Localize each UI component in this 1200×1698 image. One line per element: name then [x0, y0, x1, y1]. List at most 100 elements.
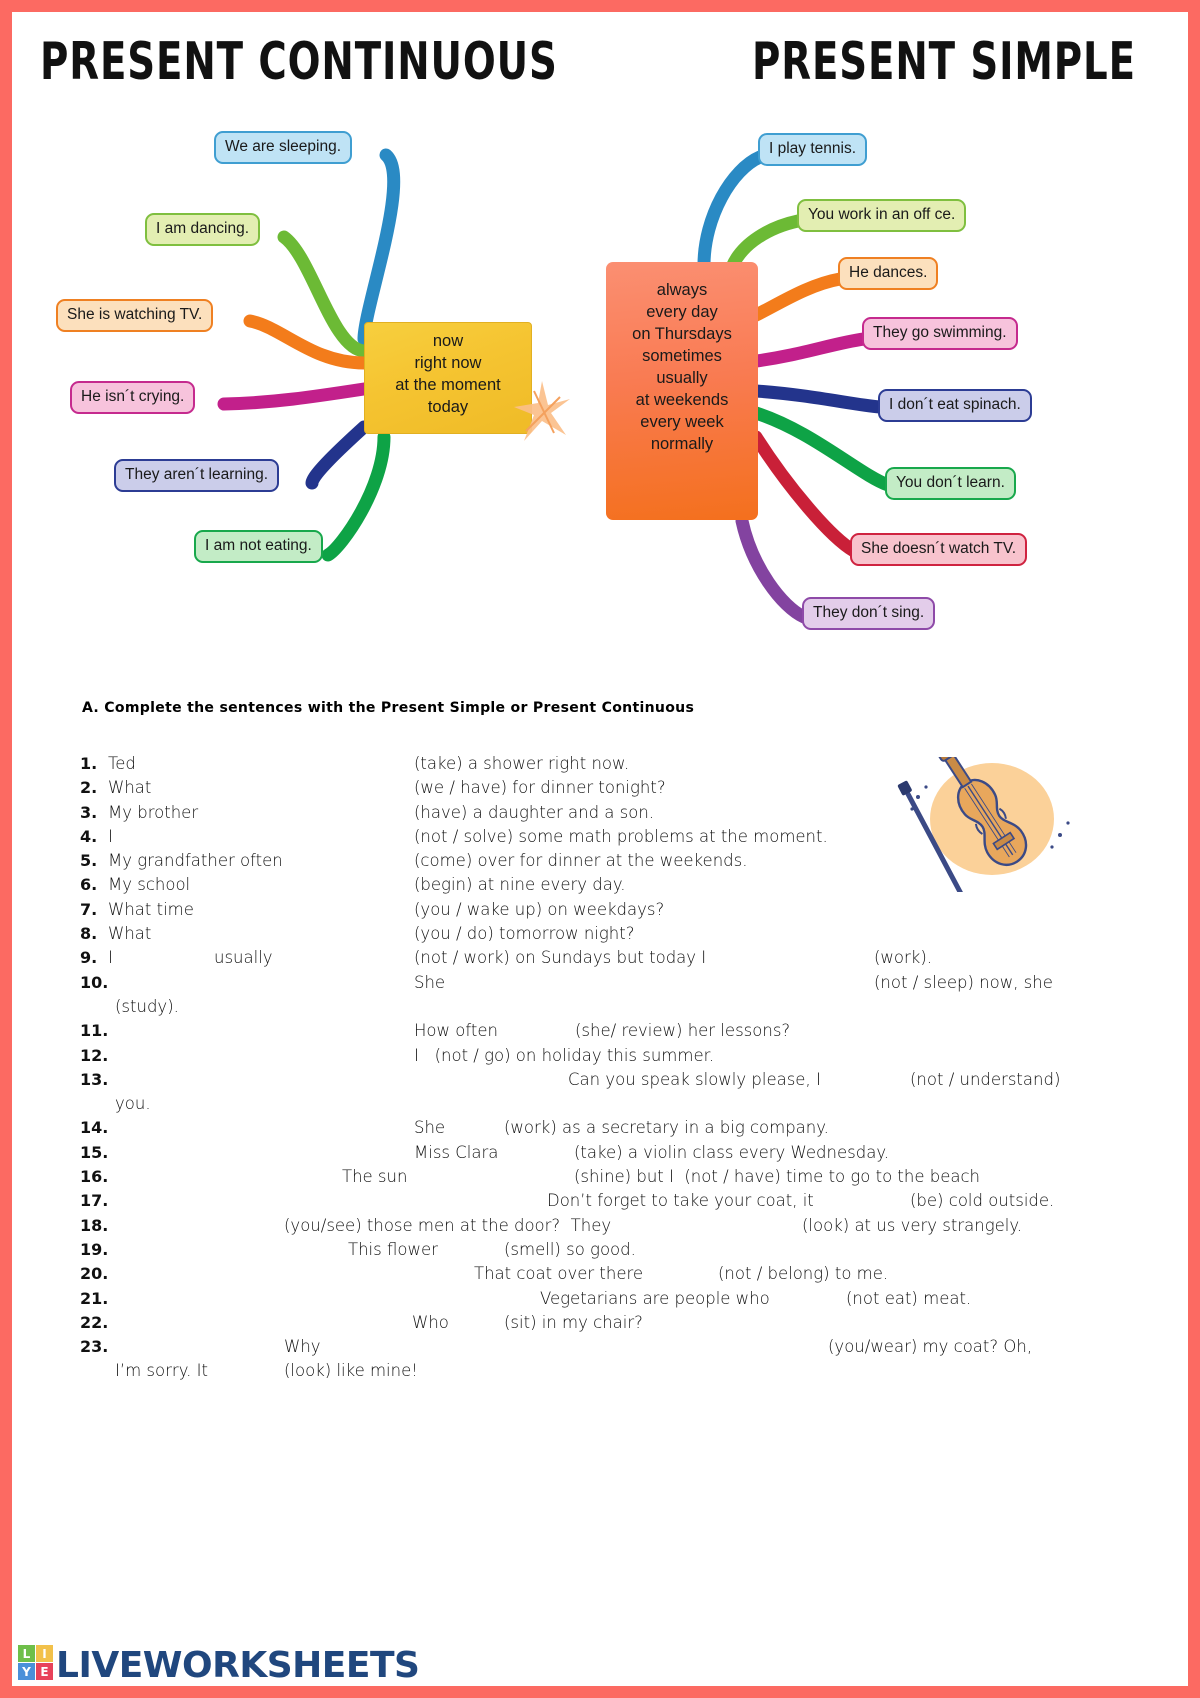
- mindmap-left-center-node: now right now at the moment today: [364, 322, 532, 434]
- logo-tile: L: [18, 1645, 35, 1662]
- exercise-item-text: Don’t forget to take your coat, it: [547, 1191, 814, 1211]
- exercise-item-number: 6.: [80, 875, 98, 895]
- exercise-item-text: The sun: [342, 1167, 408, 1187]
- exercise-item-text: (have) a daughter and a son.: [414, 802, 655, 822]
- exercise-item-text: (not / solve) some math problems at the …: [414, 826, 828, 846]
- mindmap-right-center-node: always every day on Thursdays sometimes …: [606, 262, 758, 520]
- exercise-item-number: 2.: [80, 778, 98, 798]
- exercise-item-text: Ted: [108, 754, 136, 773]
- exercise-item-text: This flower: [348, 1239, 438, 1259]
- exercise-item-text: I: [108, 826, 113, 846]
- exercise-item-number: 3.: [80, 802, 98, 822]
- exercise-item-text: (begin) at nine every day.: [414, 875, 626, 895]
- exercise-item-text: Why: [284, 1337, 321, 1357]
- exercise-item-number: 22.: [80, 1312, 109, 1332]
- exercise-item-text: What: [108, 778, 152, 798]
- exercise-item: 21.Vegetarians are people who(not eat) m…: [12, 1289, 1188, 1313]
- exercise-item: 5.My grandfather often(come) over for di…: [12, 851, 1188, 875]
- exercise-item-text: She: [414, 1118, 446, 1138]
- liveworksheets-brand-text: LIVEWORKSHEETS: [56, 1644, 420, 1686]
- exercise-heading: A. Complete the sentences with the Prese…: [82, 700, 695, 716]
- exercise-item-number: 10.: [80, 972, 109, 992]
- page-title-present-continuous: PRESENT CONTINUOUS: [40, 32, 558, 93]
- exercise-item-text: I’m sorry. It: [115, 1361, 208, 1381]
- mindmap-right-connectors: [697, 150, 895, 624]
- mindmap-right-node-1: I play tennis.: [758, 133, 868, 166]
- exercise-item-text: (shine) but I (not / have) time to go to…: [574, 1167, 981, 1187]
- exercise-item-text: (work) as a secretary in a big company.: [504, 1118, 829, 1138]
- exercise-item-number: 14.: [80, 1118, 109, 1138]
- exercise-item-text: What time: [108, 899, 194, 919]
- exercise-item-text: (be) cold outside.: [910, 1191, 1055, 1211]
- exercise-item: 22.Who(sit) in my chair?: [12, 1313, 1188, 1337]
- exercise-item: 2. What (we / have) for dinner tonight?: [12, 778, 1188, 802]
- exercise-item-text: you.: [115, 1094, 151, 1114]
- mindmap-left-node-2: I am dancing.: [145, 213, 261, 246]
- exercise-item-text: (come) over for dinner at the weekends.: [414, 851, 748, 871]
- exercise-item-text: (you / do) tomorrow night?: [414, 924, 635, 944]
- exercise-item-text: (smell) so good.: [504, 1239, 636, 1259]
- mindmap-right-node-6: You don´t learn.: [885, 467, 1016, 500]
- exercise-item: 4.I(not / solve) some math problems at t…: [12, 827, 1188, 851]
- mindmap-right-node-2: You work in an off ce.: [797, 199, 967, 232]
- exercise-item-text: (work).: [874, 948, 933, 968]
- logo-tile: Y: [18, 1663, 35, 1680]
- exercise-item: 18.(you/see) those men at the door? They…: [12, 1216, 1188, 1240]
- exercise-item-number: 5.: [80, 851, 98, 871]
- exercise-item-text: (you/wear) my coat? Oh,: [828, 1337, 1033, 1357]
- exercise-item-text: I: [108, 948, 113, 968]
- violin-illustration: [897, 757, 1070, 892]
- mindmap-right-node-4: They go swimming.: [862, 317, 1018, 350]
- titles-row: PRESENT CONTINUOUS PRESENT SIMPLE: [12, 26, 1188, 96]
- exercise-item-text: My school: [108, 875, 191, 895]
- exercise-item-text: My brother: [108, 802, 199, 822]
- mindmap-left-node-5: They aren´t learning.: [114, 459, 280, 492]
- mindmap-left-node-3: She is watching TV.: [56, 299, 214, 332]
- exercise-item-text: Vegetarians are people who: [540, 1288, 770, 1308]
- mindmap-left-node-6: I am not eating.: [194, 530, 323, 563]
- exercise-item: 8.What(you / do) tomorrow night?: [12, 924, 1188, 948]
- mindmap-present-continuous: now right now at the moment today We are…: [12, 107, 602, 677]
- mindmap-right-node-5: I don´t eat spinach.: [878, 389, 1032, 422]
- exercise-item-wrap: I’m sorry. It (look) like mine!: [12, 1361, 1188, 1385]
- exercise-item-text: I (not / go) on holiday this summer.: [414, 1045, 715, 1065]
- exercise-item: 17. Don’t forget to take your coat, it (be…: [12, 1191, 1188, 1215]
- exercise-item-number: 20.: [80, 1264, 109, 1284]
- exercise-item-number: 13.: [80, 1069, 109, 1089]
- exercise-item-text: (not / understand): [910, 1069, 1061, 1089]
- mindmap-right-node-7: She doesn´t watch TV.: [850, 533, 1028, 566]
- exercise-item: 20. That coat over there (not / belong) to…: [12, 1264, 1188, 1288]
- exercise-item-text: (not / belong) to me.: [718, 1264, 889, 1284]
- exercise-item-text: (take) a shower right now.: [414, 754, 630, 773]
- exercise-item: 16.The sun(shine) but I (not / have) tim…: [12, 1167, 1188, 1191]
- exercise-item-text: (we / have) for dinner tonight?: [414, 778, 666, 798]
- exercise-item-wrap: (study).: [12, 997, 1188, 1021]
- exercise-item-text: That coat over there: [474, 1264, 644, 1284]
- exercise-item-text: (not / work) on Sundays but today I: [414, 948, 707, 968]
- exercise-item-number: 1.: [80, 754, 98, 773]
- exercise-item-number: 7.: [80, 899, 98, 919]
- exercise-item: 14. She (work) as a secretary in a big com…: [12, 1118, 1188, 1142]
- exercise-item-number: 11.: [80, 1021, 109, 1041]
- mindmap-left-node-1: We are sleeping.: [214, 131, 353, 164]
- exercise-item: 7. What time (you / wake up) on weekdays?: [12, 900, 1188, 924]
- exercise-item-text: (you / wake up) on weekdays?: [414, 899, 665, 919]
- exercise-item: 13. Can you speak slowly please, I (not / …: [12, 1070, 1188, 1094]
- page-title-present-simple: PRESENT SIMPLE: [752, 32, 1136, 93]
- exercise-item: 11.How often(she/ review) her lessons?: [12, 1021, 1188, 1045]
- exercise-item-text: Can you speak slowly please, I: [568, 1069, 821, 1089]
- mindmap-left-node-4: He isn´t crying.: [70, 381, 196, 414]
- exercise-item-text: usually: [214, 948, 273, 968]
- exercise-item-number: 15.: [80, 1142, 109, 1162]
- exercise-item-text: (take) a violin class every Wednesday.: [574, 1142, 889, 1162]
- mindmap-present-simple: always every day on Thursdays sometimes …: [592, 107, 1188, 677]
- exercise-item-wrap: you.: [12, 1094, 1188, 1118]
- exercise-item: 10.She(not / sleep) now, she: [12, 973, 1188, 997]
- exercise-item: 23.Why(you/wear) my coat? Oh,: [12, 1337, 1188, 1361]
- exercise-item: 1. Ted (take) a shower right now.: [12, 754, 1188, 778]
- exercise-item-text: (look) like mine!: [284, 1361, 418, 1381]
- exercise-item-number: 17.: [80, 1191, 109, 1211]
- exercise-list: 1. Ted (take) a shower right now. 2. What (we…: [12, 754, 1188, 1386]
